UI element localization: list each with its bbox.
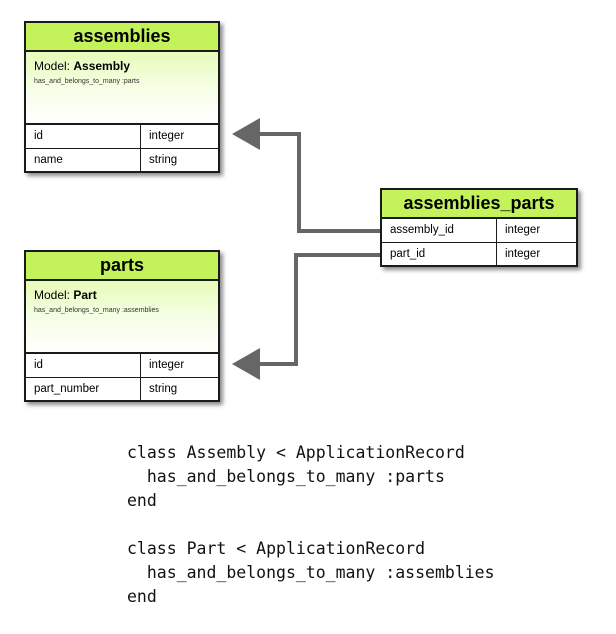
association-text: has_and_belongs_to_many :parts — [34, 78, 140, 85]
code-line: end — [127, 587, 157, 606]
code-line — [127, 513, 495, 537]
column-type: string — [149, 154, 178, 166]
column-row-id: id integer — [26, 354, 218, 377]
column-type: integer — [149, 359, 185, 371]
model-box: Model: Part has_and_belongs_to_many :ass… — [26, 281, 218, 353]
table-assemblies: assemblies Model: Assembly has_and_belon… — [24, 21, 220, 173]
table-title: parts — [26, 252, 218, 281]
model-prefix: Model: — [34, 288, 74, 302]
column-type: string — [149, 383, 178, 395]
code-line: class Assembly < ApplicationRecord — [127, 443, 465, 462]
table-assemblies-parts: assemblies_parts assembly_id integer par… — [380, 188, 578, 267]
column-row-name: name string — [26, 148, 218, 171]
table-parts: parts Model: Part has_and_belongs_to_man… — [24, 250, 220, 402]
column-row-part-id: part_id integer — [382, 242, 576, 265]
column-row-id: id integer — [26, 125, 218, 148]
column-row-part-number: part_number string — [26, 377, 218, 400]
column-type: integer — [505, 248, 541, 260]
model-name: Part — [73, 288, 97, 302]
column-name: id — [26, 354, 141, 377]
arrow-part-id-to-parts-id — [232, 253, 380, 380]
table-title: assemblies — [26, 23, 218, 52]
code-line: class Part < ApplicationRecord — [127, 539, 426, 558]
column-name: part_id — [382, 243, 497, 265]
model-box: Model: Assembly has_and_belongs_to_many … — [26, 52, 218, 124]
table-title: assemblies_parts — [382, 190, 576, 219]
column-name: name — [26, 149, 141, 171]
column-rows: id integer name string — [26, 124, 218, 171]
column-name: id — [26, 125, 141, 148]
code-snippet: class Assembly < ApplicationRecord has_a… — [127, 441, 495, 609]
model-prefix: Model: — [34, 59, 74, 73]
model-line: Model: Assembly — [34, 59, 210, 73]
code-line: has_and_belongs_to_many :assemblies — [127, 563, 495, 582]
model-name: Assembly — [73, 59, 131, 73]
code-line: has_and_belongs_to_many :parts — [127, 467, 445, 486]
arrow-assembly-id-to-assemblies-id — [232, 118, 380, 233]
model-line: Model: Part — [34, 288, 210, 302]
column-type: integer — [149, 130, 185, 142]
column-rows: id integer part_number string — [26, 353, 218, 400]
association-text: has_and_belongs_to_many :assemblies — [34, 307, 159, 314]
column-type: integer — [505, 224, 541, 236]
code-line: end — [127, 491, 157, 510]
column-rows: assembly_id integer part_id integer — [382, 219, 576, 265]
column-row-assembly-id: assembly_id integer — [382, 219, 576, 242]
column-name: part_number — [26, 378, 141, 400]
column-name: assembly_id — [382, 219, 497, 242]
